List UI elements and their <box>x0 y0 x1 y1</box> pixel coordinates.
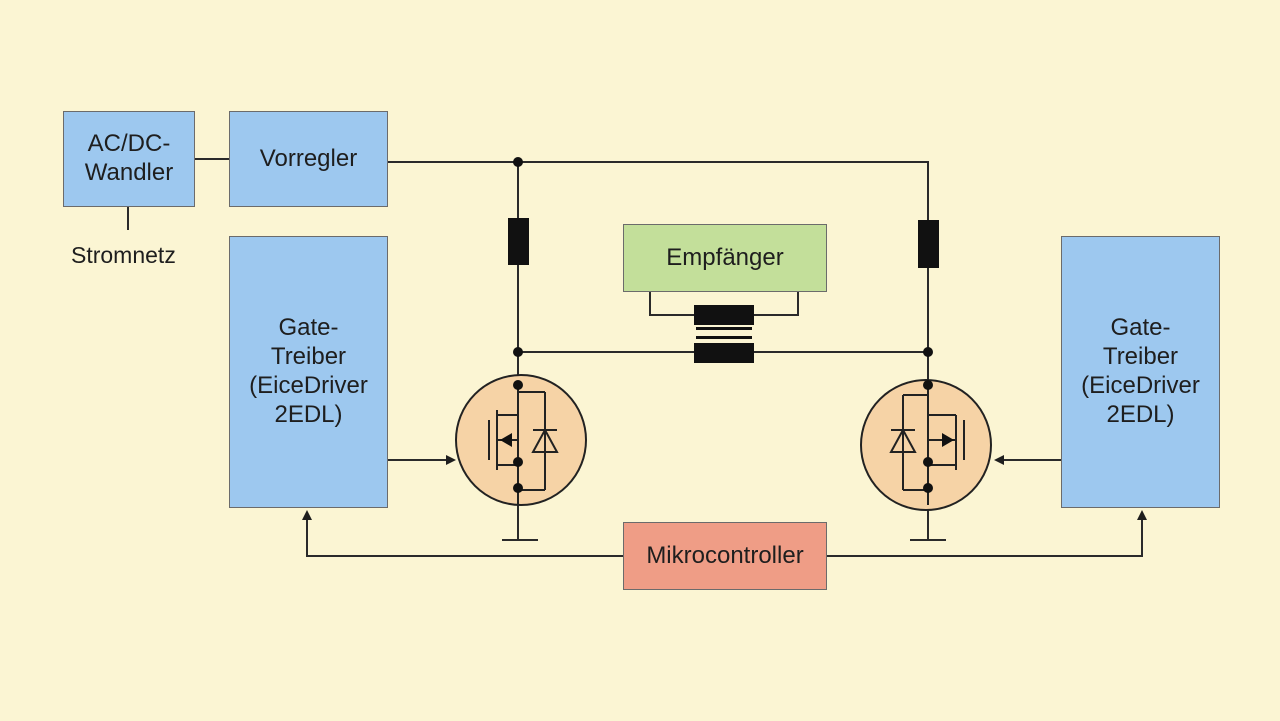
acdc-line-2: Wandler <box>84 159 174 186</box>
mikrocontroller-block: Mikrocontroller <box>623 522 827 590</box>
gate-driver-right-block: Gate- Treiber (EiceDriver 2EDL) <box>1061 236 1220 508</box>
arrow-mc-left <box>302 510 623 557</box>
mikrocontroller-label: Mikrocontroller <box>646 541 804 569</box>
diode-right <box>889 427 917 453</box>
gate-driver-left-block: Gate- Treiber (EiceDriver 2EDL) <box>229 236 388 508</box>
empfaenger-block: Empfänger <box>623 224 827 292</box>
resistor-left <box>508 218 529 265</box>
gate-left-line-4: 2EDL) <box>274 400 343 428</box>
junction-dots <box>513 157 933 493</box>
gate-left-line-2: Treiber <box>270 343 347 371</box>
coil-top <box>694 305 754 325</box>
vorregler-label: Vorregler <box>259 144 358 172</box>
gate-right-line-1: Gate- <box>1110 314 1171 342</box>
stromnetz-label: Stromnetz <box>71 242 176 268</box>
acdc-wandler-block: AC/DC- Wandler <box>63 111 195 207</box>
gate-right-line-3: (EiceDriver <box>1081 372 1200 399</box>
gate-right-line-4: 2EDL) <box>1106 400 1175 428</box>
gate-left-line-3: (EiceDriver <box>249 372 368 399</box>
gate-left-line-1: Gate- <box>278 314 339 342</box>
vorregler-block: Vorregler <box>229 111 388 207</box>
empfaenger-label: Empfänger <box>666 243 784 271</box>
arrow-mc-right <box>827 510 1147 557</box>
coil-bottom <box>694 343 754 363</box>
gate-right-line-2: Treiber <box>1102 343 1179 371</box>
acdc-line-1: AC/DC- <box>87 130 171 158</box>
mosfet-left-arrow <box>500 433 512 447</box>
mosfet-right-arrow <box>942 433 954 447</box>
resistor-right <box>918 220 939 268</box>
diode-left <box>531 427 559 453</box>
wire-top-rail <box>388 161 929 220</box>
